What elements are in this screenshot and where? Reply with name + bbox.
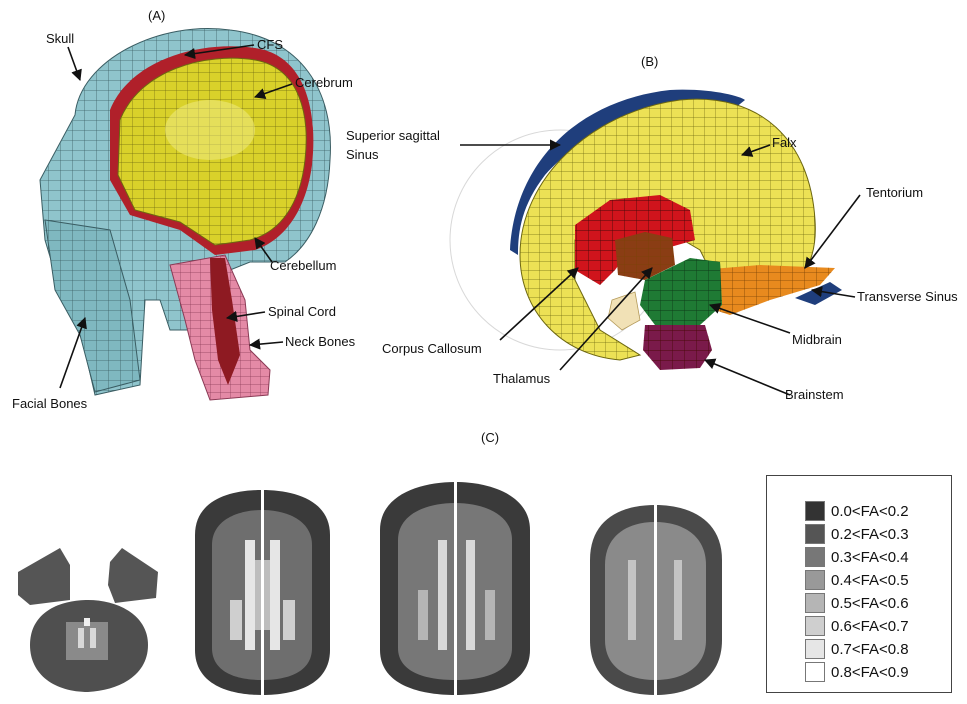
legend-row: 0.5<FA<0.6 bbox=[805, 592, 909, 614]
legend-row: 0.8<FA<0.9 bbox=[805, 661, 909, 683]
panel-b-structures bbox=[450, 90, 842, 370]
legend-swatch bbox=[805, 501, 825, 521]
legend-label: 0.8<FA<0.9 bbox=[831, 664, 909, 681]
legend-label: 0.6<FA<0.7 bbox=[831, 618, 909, 635]
label-falx: Falx bbox=[772, 135, 797, 150]
legend-row: 0.2<FA<0.3 bbox=[805, 523, 909, 545]
legend-label: 0.2<FA<0.3 bbox=[831, 526, 909, 543]
label-brainstem: Brainstem bbox=[785, 387, 844, 402]
legend-label: 0.3<FA<0.4 bbox=[831, 549, 909, 566]
legend-row: 0.6<FA<0.7 bbox=[805, 615, 909, 637]
label-sss-line2: Sinus bbox=[346, 147, 379, 162]
fa-legend: 0.0<FA<0.2 0.2<FA<0.3 0.3<FA<0.4 0.4<FA<0.5… bbox=[766, 475, 952, 693]
legend-label: 0.4<FA<0.5 bbox=[831, 572, 909, 589]
fa-slice-4 bbox=[590, 505, 722, 695]
label-skull: Skull bbox=[46, 31, 74, 46]
legend-swatch bbox=[805, 639, 825, 659]
label-cerebellum: Cerebellum bbox=[270, 258, 336, 273]
fa-slice-1 bbox=[18, 548, 158, 692]
label-facial-bones: Facial Bones bbox=[12, 396, 88, 411]
label-cerebrum: Cerebrum bbox=[295, 75, 353, 90]
label-neck-bones: Neck Bones bbox=[285, 334, 356, 349]
label-thalamus: Thalamus bbox=[493, 371, 551, 386]
legend-row: 0.3<FA<0.4 bbox=[805, 546, 909, 568]
legend-swatch bbox=[805, 593, 825, 613]
label-spinal-cord: Spinal Cord bbox=[268, 304, 336, 319]
label-cfs: CFS bbox=[257, 37, 283, 52]
label-midbrain: Midbrain bbox=[792, 332, 842, 347]
legend-label: 0.7<FA<0.8 bbox=[831, 641, 909, 658]
label-corpus-callosum: Corpus Callosum bbox=[382, 341, 482, 356]
legend-swatch bbox=[805, 547, 825, 567]
legend-label: 0.0<FA<0.2 bbox=[831, 503, 909, 520]
legend-swatch bbox=[805, 524, 825, 544]
label-sss-line1: Superior sagittal bbox=[346, 128, 440, 143]
legend-row: 0.0<FA<0.2 bbox=[805, 500, 909, 522]
fa-slice-2 bbox=[195, 490, 330, 695]
legend-swatch bbox=[805, 616, 825, 636]
legend-label: 0.5<FA<0.6 bbox=[831, 595, 909, 612]
legend-row: 0.4<FA<0.5 bbox=[805, 569, 909, 591]
legend-row: 0.7<FA<0.8 bbox=[805, 638, 909, 660]
legend-swatch bbox=[805, 570, 825, 590]
panel-c-slices bbox=[18, 482, 722, 695]
legend-swatch bbox=[805, 662, 825, 682]
fa-slice-3 bbox=[380, 482, 530, 695]
label-transverse-sinus: Transverse Sinus bbox=[857, 289, 958, 304]
label-tentorium: Tentorium bbox=[866, 185, 923, 200]
